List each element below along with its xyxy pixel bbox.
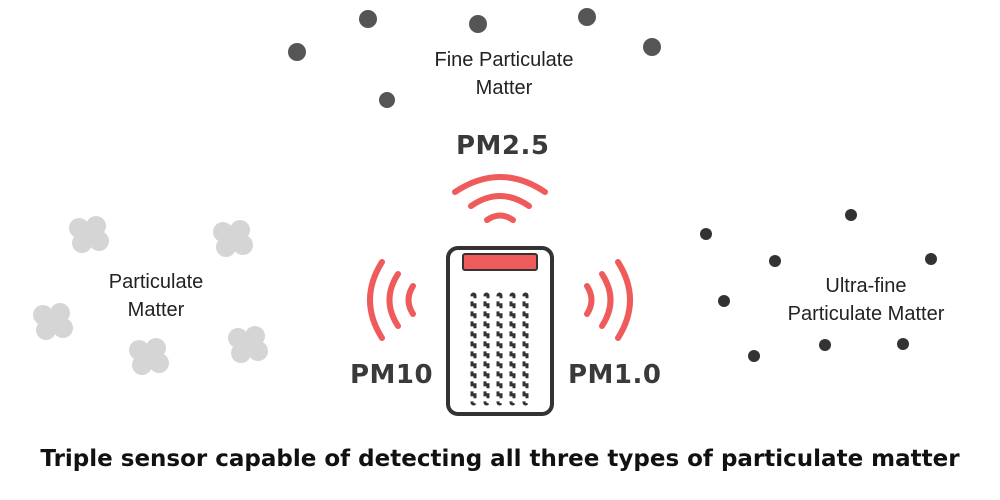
cloud-particle xyxy=(129,338,169,375)
cloud-particle xyxy=(213,220,253,257)
fine-dot xyxy=(469,15,487,33)
ultrafine-dot xyxy=(769,255,781,267)
particulate-clouds xyxy=(33,216,268,375)
ultrafine-dot xyxy=(748,350,760,362)
fine-dot xyxy=(288,43,306,61)
fine-dot xyxy=(643,38,661,56)
sensor-vent-holes xyxy=(470,292,529,406)
wave-right-inner xyxy=(584,283,595,317)
cloud-particle xyxy=(228,326,268,363)
fine-dot xyxy=(578,8,596,26)
pm10-label: PM10 xyxy=(350,360,434,390)
wave-left-middle xyxy=(386,271,401,329)
sensor-device xyxy=(446,246,554,416)
ultrafine-dot xyxy=(897,338,909,350)
fine-dot xyxy=(379,92,395,108)
fine-dot xyxy=(359,10,377,28)
cloud-particle xyxy=(69,216,109,253)
cloud-particle xyxy=(33,303,73,340)
pm1-label: PM1.0 xyxy=(568,360,662,390)
ultrafine-dot xyxy=(819,339,831,351)
sensor-body xyxy=(446,246,554,416)
ultrafine-dot xyxy=(718,295,730,307)
wave-top-inner xyxy=(484,212,516,223)
ultrafine-dot xyxy=(845,209,857,221)
wave-top-outer xyxy=(452,174,548,195)
ultrafine-dot xyxy=(925,253,937,265)
ultrafine-particle-dots xyxy=(700,209,937,362)
wave-top-middle xyxy=(468,193,532,209)
wave-right-outer xyxy=(615,259,633,341)
fine-particle-dots xyxy=(288,8,661,108)
caption: Triple sensor capable of detecting all t… xyxy=(40,446,960,472)
signal-waves xyxy=(367,174,633,341)
wave-left-outer xyxy=(367,259,385,341)
ultrafine-particulate-label: Ultra-fine Particulate Matter xyxy=(787,275,945,325)
ultrafine-dot xyxy=(700,228,712,240)
wave-right-middle xyxy=(599,271,614,329)
wave-left-inner xyxy=(405,283,416,317)
pm25-label: PM2.5 xyxy=(456,131,550,161)
sensor-top-light xyxy=(462,253,538,271)
fine-particulate-label: Fine Particulate Matter xyxy=(434,49,574,99)
particulate-matter-label: Particulate Matter xyxy=(108,271,204,321)
